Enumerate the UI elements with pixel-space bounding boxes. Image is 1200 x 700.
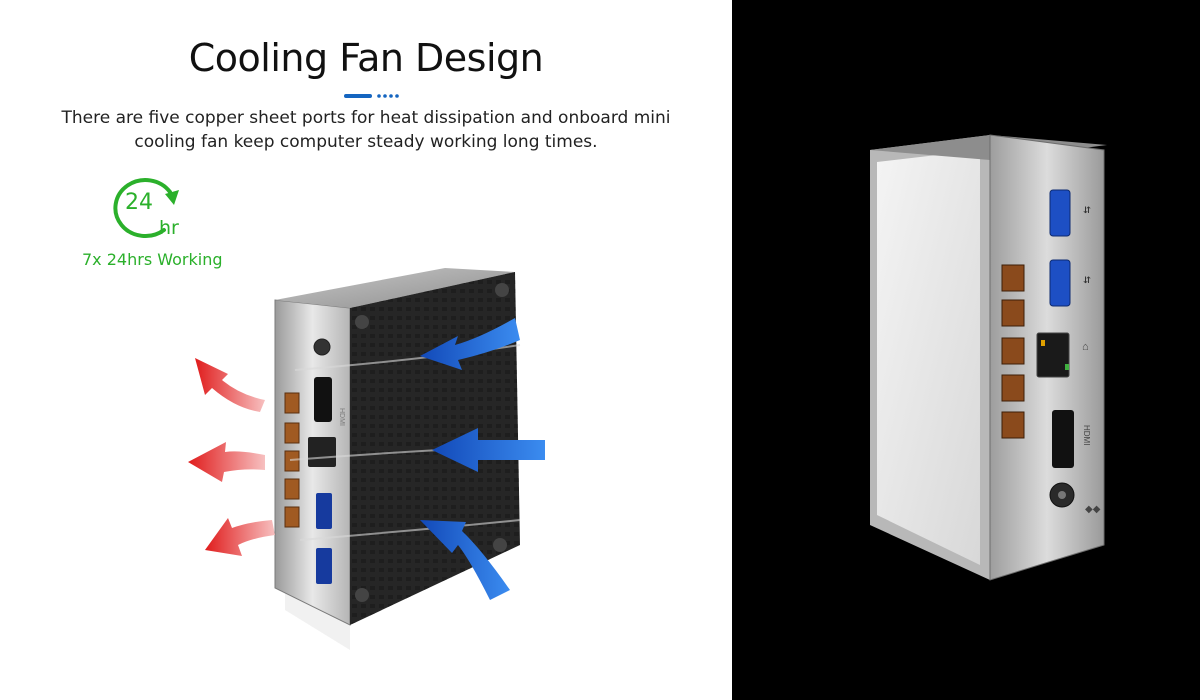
usb-port-2	[1049, 259, 1071, 307]
working-hours-caption: 7x 24hrs Working	[82, 250, 223, 269]
usb-port-1	[1049, 189, 1071, 237]
svg-text:⇆: ⇆	[1082, 276, 1092, 284]
screw-top-right	[495, 283, 509, 297]
hdmi-port	[314, 377, 332, 422]
usb-port-2	[316, 548, 332, 584]
screw-top-left	[355, 315, 369, 329]
usb-port-1	[316, 493, 332, 529]
right-product-panel: ⇆ ⇆ ⌂ HDMI ◆◆	[732, 0, 1200, 700]
airflow-in-arrows	[420, 318, 545, 600]
device-top-edge	[870, 135, 1107, 160]
device-top-edge	[275, 268, 515, 308]
copper-vents	[284, 392, 300, 528]
power-icon: ◆◆	[1085, 504, 1101, 515]
screw-bottom-right	[493, 538, 507, 552]
heat-out-arrows	[188, 358, 275, 556]
ethernet-port	[1036, 332, 1070, 378]
working-hours-badge: 24 hr	[108, 172, 188, 242]
left-product-panel: Cooling Fan Design There are five copper…	[61, 36, 671, 650]
power-port	[313, 338, 331, 356]
clock-arrow-icon	[113, 178, 179, 238]
page-title: Cooling Fan Design	[188, 36, 544, 80]
usb-icon: ⇆	[1082, 206, 1092, 214]
title-divider	[344, 94, 399, 98]
badge-hours-unit: hr	[159, 217, 179, 239]
hdmi-label: HDMI	[1082, 425, 1091, 445]
screw-bottom-left	[355, 588, 369, 602]
hdmi-label: HDMI	[338, 408, 345, 426]
page-description: There are five copper sheet ports for he…	[61, 108, 671, 152]
device-airflow-illustration: HDMI	[188, 268, 545, 650]
copper-vents	[1001, 264, 1025, 439]
ethernet-port	[308, 437, 336, 467]
badge-hours-number: 24	[125, 190, 153, 215]
device-lid-surface	[877, 150, 980, 565]
ethernet-icon: ⌂	[1082, 341, 1089, 353]
device-front-illustration: ⇆ ⇆ ⌂ HDMI ◆◆	[870, 134, 1107, 581]
hdmi-port	[1052, 410, 1074, 468]
